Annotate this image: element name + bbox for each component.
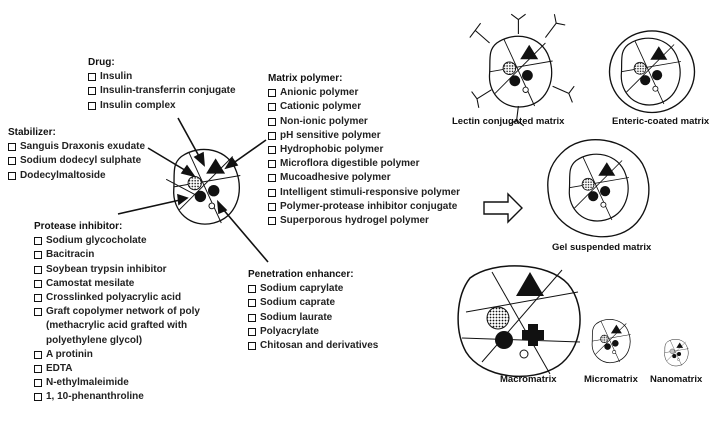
checkbox-icon xyxy=(268,188,276,197)
drug-item: Insulin xyxy=(88,70,236,84)
matrix-polymer-item: Microflora digestible polymer xyxy=(268,157,460,171)
drug-item: Insulin-transferrin conjugate xyxy=(88,84,236,98)
matrix-polymer-item: Non-ionic polymer xyxy=(268,115,460,129)
stabilizer-list: Sanguis Draxonis exudate Sodium dodecyl … xyxy=(8,140,145,183)
checkbox-icon xyxy=(34,365,42,374)
central-matrix xyxy=(165,148,241,225)
checkbox-icon xyxy=(88,101,96,110)
stabilizer-heading: Stabilizer: xyxy=(8,127,56,138)
matrix-polymer-item: Hydrophobic polymer xyxy=(268,143,460,157)
checkbox-icon xyxy=(34,279,42,288)
checkbox-icon xyxy=(268,103,276,112)
matrix-polymer-list: Anionic polymer Cationic polymer Non-ion… xyxy=(268,86,460,228)
protease-inhibitor-list: Sodium glycocholate Bacitracin Soybean t… xyxy=(34,234,234,404)
checkbox-icon xyxy=(268,202,276,211)
drug-item: Insulin complex xyxy=(88,99,236,113)
matrix-polymer-heading: Matrix polymer: xyxy=(268,73,343,84)
drug-list: Insulin Insulin-transferrin conjugate In… xyxy=(88,70,236,113)
penetration-enhancer-block: Penetration enhancer: Sodium caprylate S… xyxy=(248,268,378,353)
matrix-polymer-item: Mucoadhesive polymer xyxy=(268,171,460,185)
checkbox-icon xyxy=(34,379,42,388)
micro-caption: Micromatrix xyxy=(584,374,638,385)
nano-caption: Nanomatrix xyxy=(650,374,703,385)
protease-inhibitor-item: Soybean trypsin inhibitor xyxy=(34,263,234,277)
checkbox-icon xyxy=(34,393,42,402)
protease-inhibitor-heading: Protease inhibitor: xyxy=(34,221,123,232)
matrix-polymer-item: Anionic polymer xyxy=(268,86,460,100)
matrix-polymer-item: Cationic polymer xyxy=(268,100,460,114)
checkbox-icon xyxy=(268,117,276,126)
checkbox-icon xyxy=(88,73,96,82)
stabilizer-block: Stabilizer: Sanguis Draxonis exudate Sod… xyxy=(8,126,145,183)
penetration-enhancer-list: Sodium caprylate Sodium caprate Sodium l… xyxy=(248,282,378,353)
protease-inhibitor-item: 1, 10-phenanthroline xyxy=(34,390,234,404)
penetration-enhancer-item: Polyacrylate xyxy=(248,325,378,339)
pointer-arrows xyxy=(117,117,269,263)
checkbox-icon xyxy=(8,143,16,152)
macro-caption: Macromatrix xyxy=(500,374,557,385)
matrix-polymer-item: Intelligent stimuli-responsive polymer xyxy=(268,186,460,200)
protease-inhibitor-item: Crosslinked polyacrylic acid xyxy=(34,291,234,305)
matrix-polymer-block: Matrix polymer: Anionic polymer Cationic… xyxy=(268,72,460,228)
protease-inhibitor-block: Protease inhibitor: Sodium glycocholate … xyxy=(34,220,234,405)
protease-inhibitor-item: Graft copolymer network of poly (methacr… xyxy=(34,305,234,348)
penetration-enhancer-item: Sodium caprylate xyxy=(248,282,378,296)
macromatrix-figure xyxy=(457,265,581,378)
enteric-caption: Enteric-coated matrix xyxy=(612,116,710,127)
checkbox-icon xyxy=(34,265,42,274)
penetration-enhancer-item: Sodium caprate xyxy=(248,296,378,310)
checkbox-icon xyxy=(268,160,276,169)
nanomatrix-figure xyxy=(664,339,689,367)
checkbox-icon xyxy=(34,308,42,317)
stabilizer-item: Sanguis Draxonis exudate xyxy=(8,140,145,154)
checkbox-icon xyxy=(248,285,256,294)
gel-caption: Gel suspended matrix xyxy=(552,242,652,253)
penetration-enhancer-heading: Penetration enhancer: xyxy=(248,269,354,280)
protease-inhibitor-item: EDTA xyxy=(34,362,234,376)
matrix-polymer-item: Superporous hydrogel polymer xyxy=(268,214,460,228)
checkbox-icon xyxy=(268,131,276,140)
drug-heading: Drug: xyxy=(88,57,115,68)
checkbox-icon xyxy=(34,251,42,260)
checkbox-icon xyxy=(248,342,256,351)
checkbox-icon xyxy=(34,294,42,303)
transform-arrow xyxy=(483,192,523,224)
stabilizer-item: Dodecylmaltoside xyxy=(8,169,145,183)
checkbox-icon xyxy=(248,313,256,322)
drug-block: Drug: Insulin Insulin-transferrin conjug… xyxy=(88,56,236,113)
micromatrix-figure xyxy=(591,319,632,364)
checkbox-icon xyxy=(268,217,276,226)
checkbox-icon xyxy=(8,157,16,166)
checkbox-icon xyxy=(268,146,276,155)
gel-matrix-figure xyxy=(547,139,650,238)
matrix-polymer-item: Polymer-protease inhibitor conjugate xyxy=(268,200,460,214)
protease-inhibitor-item: N-ethylmaleimide xyxy=(34,376,234,390)
protease-inhibitor-item: Camostat mesilate xyxy=(34,277,234,291)
checkbox-icon xyxy=(34,237,42,246)
checkbox-icon xyxy=(88,87,96,96)
lectin-caption: Lectin conjugated matrix xyxy=(452,116,565,127)
matrix-polymer-item: pH sensitive polymer xyxy=(268,129,460,143)
penetration-enhancer-item: Sodium laurate xyxy=(248,311,378,325)
checkbox-icon xyxy=(248,327,256,336)
checkbox-icon xyxy=(248,299,256,308)
lectin-matrix-figure xyxy=(469,13,575,127)
enteric-matrix-figure xyxy=(608,30,696,114)
protease-inhibitor-item: A protinin xyxy=(34,348,234,362)
checkbox-icon xyxy=(8,171,16,180)
checkbox-icon xyxy=(34,350,42,359)
protease-inhibitor-item: Sodium glycocholate xyxy=(34,234,234,248)
stabilizer-item: Sodium dodecyl sulphate xyxy=(8,154,145,168)
penetration-enhancer-item: Chitosan and derivatives xyxy=(248,339,378,353)
protease-inhibitor-item: Bacitracin xyxy=(34,248,234,262)
checkbox-icon xyxy=(268,89,276,98)
checkbox-icon xyxy=(268,174,276,183)
